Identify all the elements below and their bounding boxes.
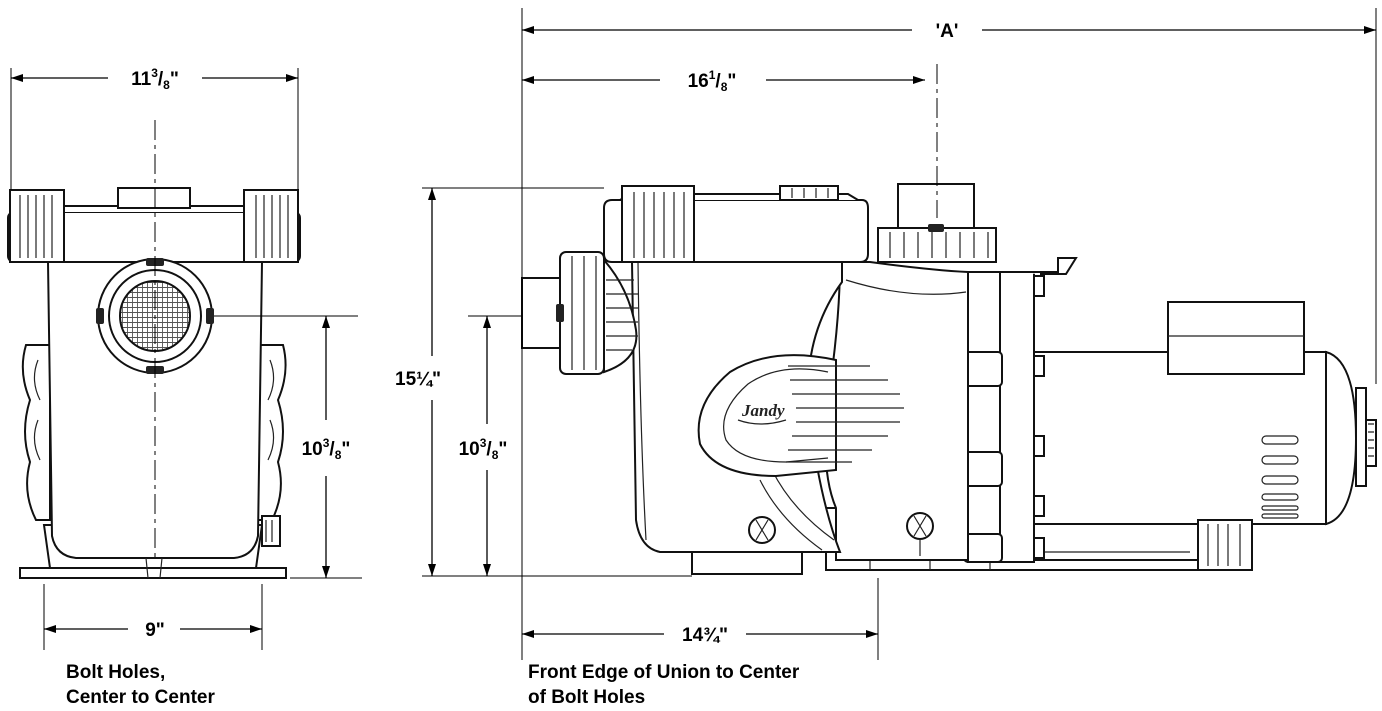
front-inlet-height-dimension: 103/8" [302, 316, 351, 578]
union-to-outlet-dimension: 161/8" [522, 68, 925, 94]
svg-text:14¾": 14¾" [682, 625, 728, 646]
union-to-bolts-dimension: 14¾" [522, 625, 878, 646]
svg-text:'A': 'A' [936, 21, 959, 42]
overall-height-dimension: 15¼" [395, 188, 441, 576]
drain-plug-icon [906, 512, 934, 556]
svg-text:103/8": 103/8" [302, 436, 351, 462]
svg-text:113/8": 113/8" [131, 66, 179, 92]
side-inlet-height-dimension: 103/8" [459, 316, 508, 576]
jandy-logo: Jandy [741, 401, 785, 420]
front-caption-line2: Center to Center [66, 687, 215, 708]
front-view-caption: Bolt Holes, Center to Center [66, 660, 215, 710]
side-view-extension-lines [422, 8, 1377, 660]
overall-length-dimension: 'A' [522, 21, 1376, 42]
side-view-pump-drawing: Jandy [521, 183, 1377, 575]
side-view-caption: Front Edge of Union to Center of Bolt Ho… [528, 660, 799, 710]
svg-text:15¼": 15¼" [395, 369, 441, 390]
side-caption-line2: of Bolt Holes [528, 687, 646, 708]
svg-text:161/8": 161/8" [688, 68, 737, 94]
side-caption-line1: Front Edge of Union to Center [528, 662, 800, 683]
front-view-extension-lines [10, 68, 362, 650]
front-view-pump-drawing [7, 187, 301, 579]
svg-text:103/8": 103/8" [459, 436, 508, 462]
drain-plug-icon [748, 516, 776, 544]
svg-text:9": 9" [145, 620, 165, 641]
front-width-dimension: 113/8" [11, 66, 298, 92]
front-caption-line1: Bolt Holes, [66, 662, 166, 683]
front-bolt-spacing-dimension: 9" [44, 620, 262, 641]
